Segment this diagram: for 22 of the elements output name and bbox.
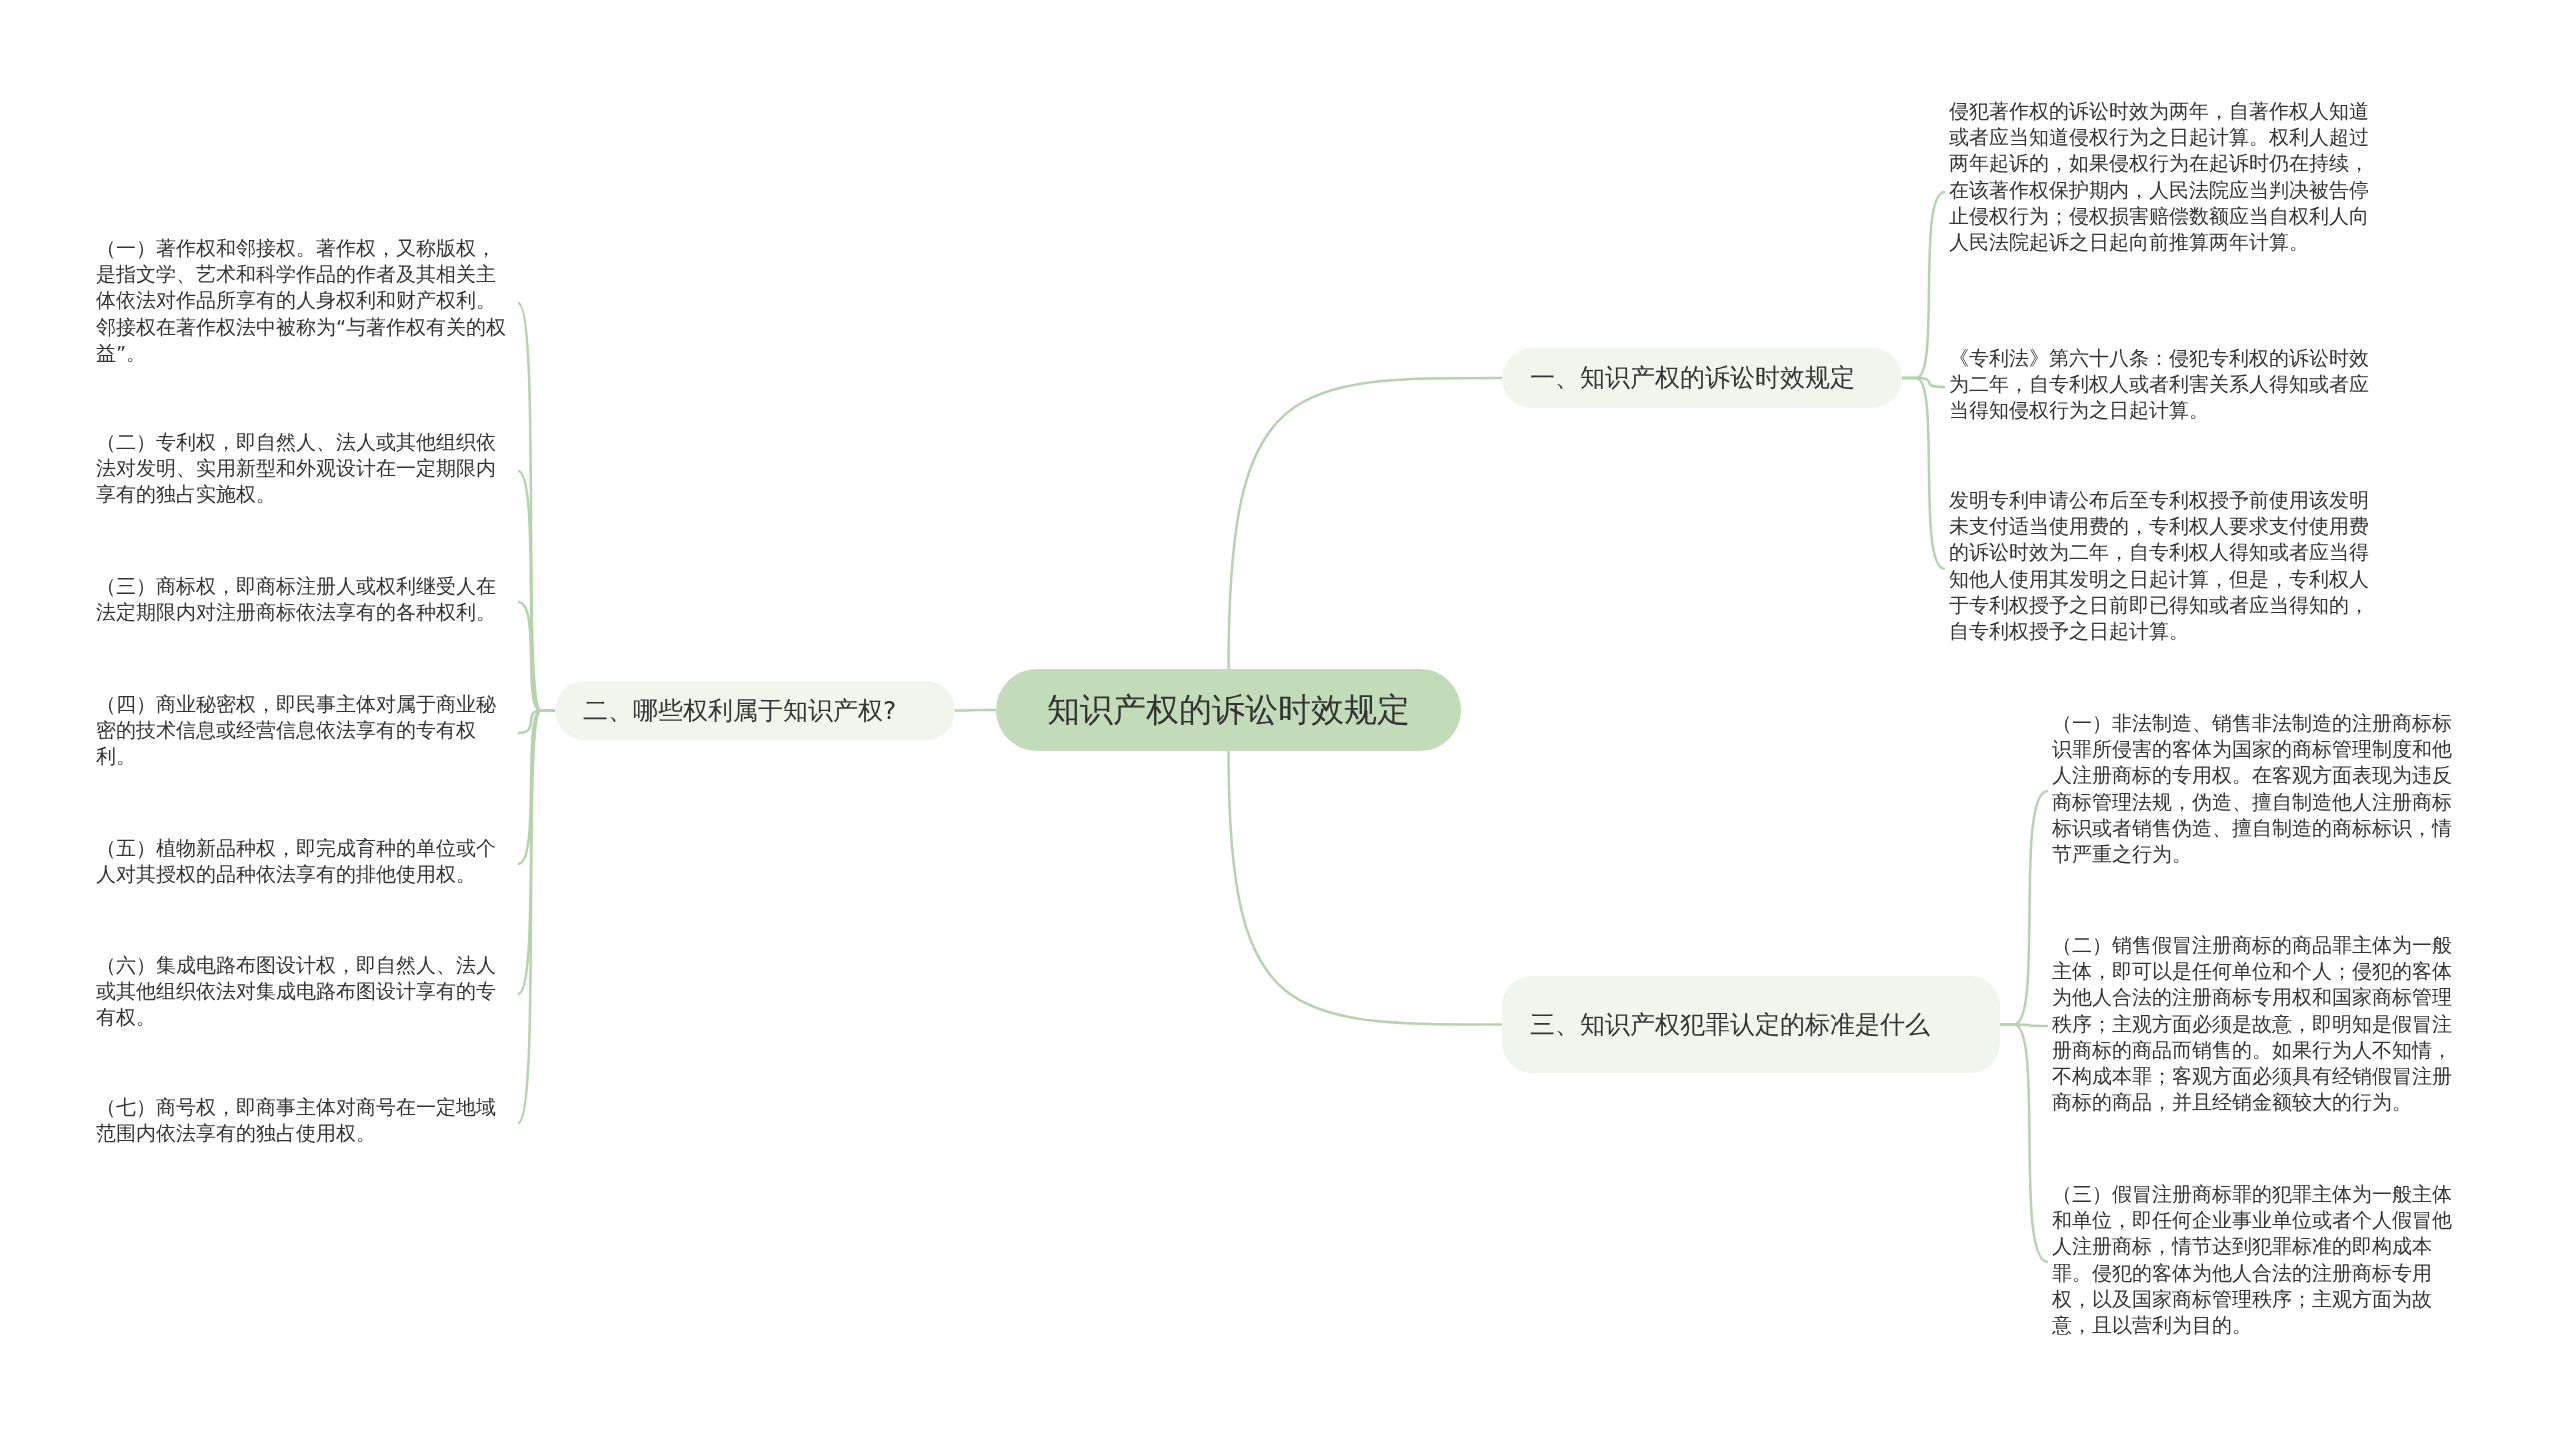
topic-box: 二、哪些权利属于知识产权?: [555, 681, 955, 740]
connector-line: [1902, 376, 1946, 571]
topic-box: 一、知识产权的诉讼时效规定: [1502, 348, 1902, 408]
note-text: 《专利法》第六十八条：侵犯专利权的诉讼时效为二年，自专利权人或者利害关系人得知或者应当得知侵权行为之日起计算。: [1945, 346, 2375, 428]
connector-line: [1227, 376, 1502, 670]
note-text: 发明专利申请公布后至专利权授予前使用该发明未支付适当使用费的，专利权人要求支付使用费的诉讼时效为二年，自专利权人得知或者应当得知他人使用其发明之日起计算，但是，专利权人于专利权授予之日前即已得知或者应当得知的，自专利权授予之日起计算。: [1945, 488, 2375, 650]
note-text: （三）假冒注册商标罪的犯罪主体为一般主体和单位，即任何企业事业单位或者个人假冒他人注册商标，情节达到犯罪标准的即构成本罪。侵犯的客体为他人合法的注册商标专用权，以及国家商标管理秩序；主观方面为故意，且以营利为目的。: [2048, 1182, 2472, 1342]
central-topic: 知识产权的诉讼时效规定: [996, 669, 1461, 751]
note-text: （一）非法制造、销售非法制造的注册商标标识罪所侵害的客体为国家的商标管理制度和他人注册商标的专用权。在客观方面表现为违反商标管理法规，伪造、擅自制造他人注册商标标识或者销售伪造、擅自制造的商标标识，情节严重之行为。: [2048, 711, 2472, 871]
topic-box: 三、知识产权犯罪认定的标准是什么: [1502, 976, 2000, 1073]
note-text: （六）集成电路布图设计权，即自然人、法人或其他组织依法对集成电路布图设计享有的专有权。: [92, 953, 518, 1035]
note-text: （四）商业秘密权，即民事主体对属于商业秘密的技术信息或经营信息依法享有的专有权利。: [92, 692, 518, 774]
note-text: （七）商号权，即商事主体对商号在一定地域范围内依法享有的独占使用权。: [92, 1095, 518, 1151]
connector-line: [955, 708, 996, 712]
note-text: 侵犯著作权的诉讼时效为两年，自著作权人知道或者应当知道侵权行为之日起计算。权利人超过两年起诉的，如果侵权行为在起诉时仍在持续，在该著作权保护期内，人民法院应当判决被告停止侵权行为；侵权损害赔偿数额应当自权利人向人民法院起诉之日起向前推算两年计算。: [1945, 99, 2375, 285]
note-text: （二）专利权，即自然人、法人或其他组织依法对发明、实用新型和外观设计在一定期限内享有的独占实施权。: [92, 430, 518, 512]
note-text: （三）商标权，即商标注册人或权利继受人在法定期限内对注册商标依法享有的各种权利。: [92, 574, 518, 630]
note-text: （一）著作权和邻接权。著作权，又称版权，是指文学、艺术和科学作品的作者及其相关主体依法对作品所享有的人身权利和财产权利。邻接权在著作权法中被称为“与著作权有关的权益”。: [92, 236, 518, 370]
connector-line: [2000, 1023, 2049, 1264]
note-text: （二）销售假冒注册商标的商品罪主体为一般主体，即可以是任何单位和个人；侵犯的客体为他人合法的注册商标专用权和国家商标管理秩序；主观方面必须是故意，即明知是假冒注册商标的商品而销售的。如果行为人不知情，不构成本罪；客观方面必须具有经销假冒注册商标的商品，并且经销金额较大的行为。: [2048, 933, 2472, 1119]
connector-line: [1227, 750, 1502, 1026]
note-text: （五）植物新品种权，即完成育种的单位或个人对其授权的品种依法享有的排他使用权。: [92, 836, 518, 892]
